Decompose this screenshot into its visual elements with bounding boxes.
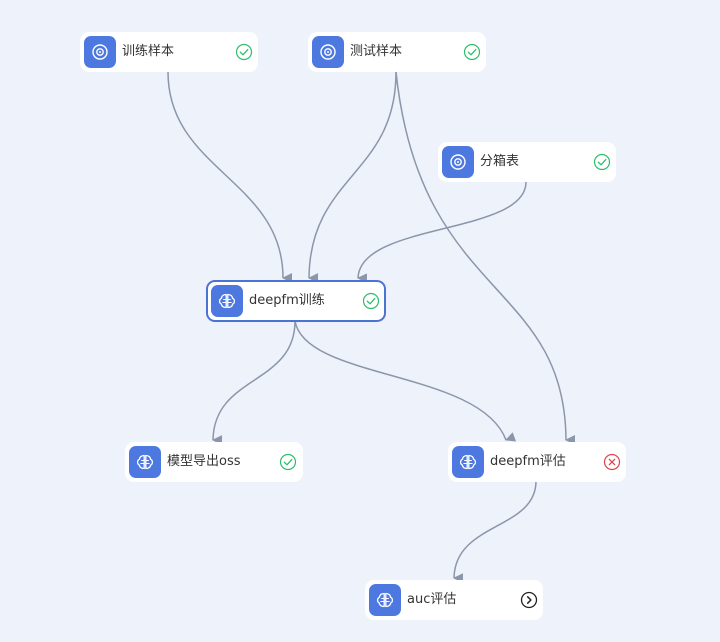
sample-icon [84, 36, 116, 68]
pending-arrow-icon [520, 591, 538, 609]
success-check-icon [362, 292, 380, 310]
success-check-icon [463, 43, 481, 61]
edge-test-sample-to-deepfm-train [308, 71, 397, 284]
node-test-sample[interactable]: 测试样本 [308, 32, 486, 72]
node-label: 训练样本 [122, 44, 175, 59]
edge-deepfm-train-to-model-export [212, 320, 296, 446]
edge-deepfm-train-to-deepfm-eval [294, 320, 517, 442]
edge-train-sample-to-deepfm-train [167, 71, 293, 283]
node-label: auc评估 [407, 592, 457, 607]
success-check-icon [279, 453, 297, 471]
model-icon [452, 446, 484, 478]
node-train-sample[interactable]: 训练样本 [80, 32, 258, 72]
model-icon [369, 584, 401, 616]
sample-icon [312, 36, 344, 68]
sample-icon [442, 146, 474, 178]
edge-deepfm-eval-to-auc-eval [453, 480, 537, 584]
node-label: 模型导出oss [167, 454, 241, 469]
node-auc-eval[interactable]: auc评估 [365, 580, 543, 620]
node-label: 分箱表 [480, 154, 520, 169]
success-check-icon [593, 153, 611, 171]
success-check-icon [235, 43, 253, 61]
model-icon [211, 285, 243, 317]
node-model-export[interactable]: 模型导出oss [125, 442, 303, 482]
node-binning-table[interactable]: 分箱表 [438, 142, 616, 182]
edge-binning-table-to-deepfm-train [357, 181, 527, 284]
model-icon [129, 446, 161, 478]
node-label: 测试样本 [350, 44, 403, 59]
node-deepfm-train[interactable]: deepfm训练 [206, 280, 386, 322]
node-label: deepfm训练 [249, 293, 325, 308]
failed-x-icon [603, 453, 621, 471]
edge-test-sample-to-deepfm-eval [395, 71, 576, 445]
node-label: deepfm评估 [490, 454, 566, 469]
node-deepfm-eval[interactable]: deepfm评估 [448, 442, 626, 482]
